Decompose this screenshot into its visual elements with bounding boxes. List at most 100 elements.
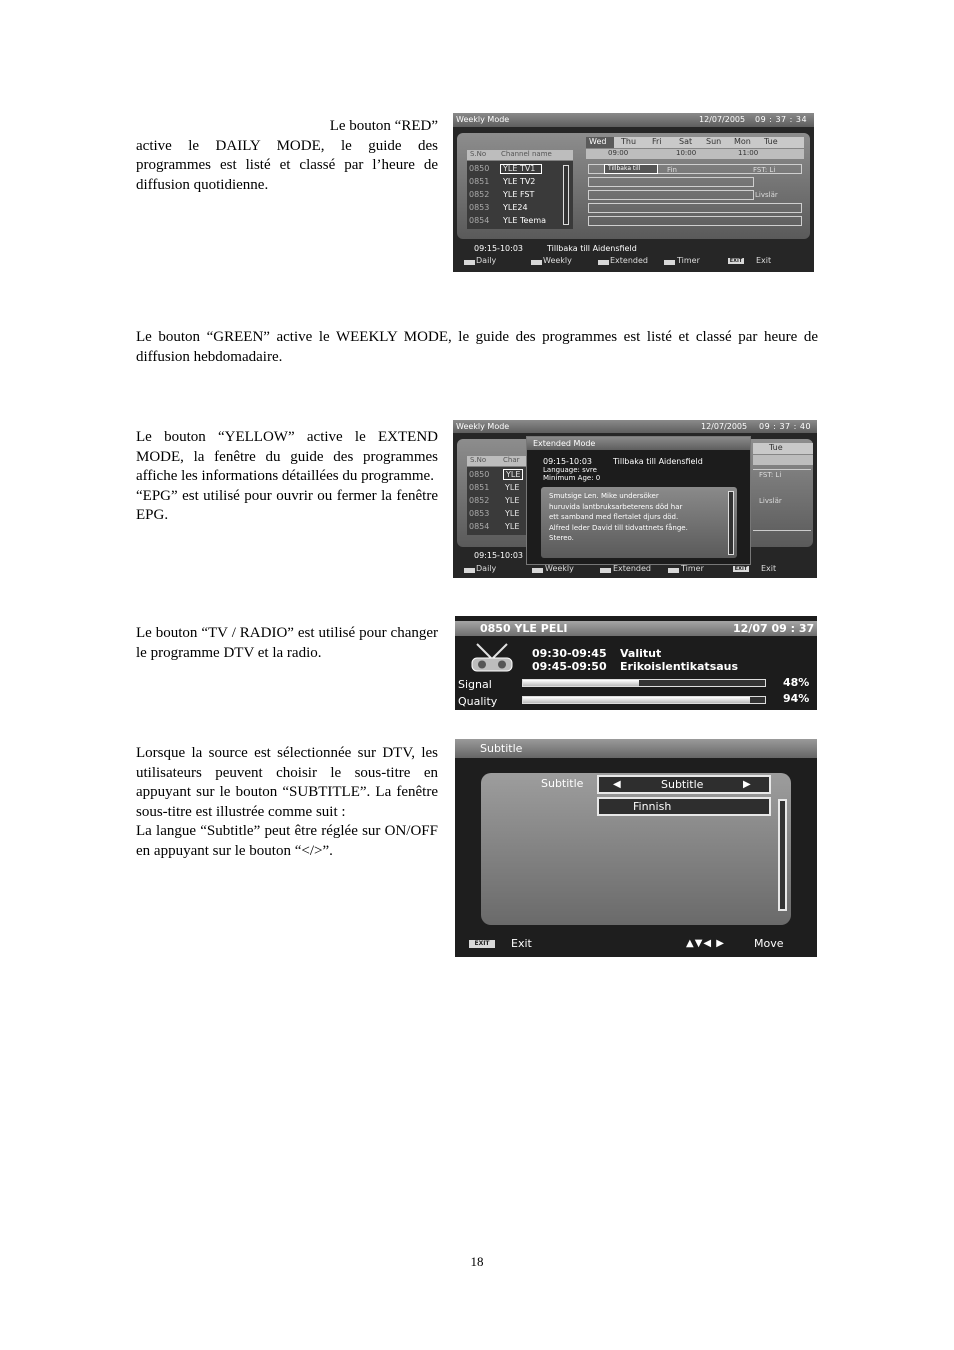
subtitle-paragraph: Lorsque la source est sélectionnée sur D… (136, 744, 438, 861)
prog1-name: Valitut (620, 647, 662, 660)
extended-date: 12/07/2005 (701, 422, 748, 431)
subtitle-scrollbar[interactable] (778, 799, 787, 911)
description-box: Smutsige Len. Mike undersöker huruvida l… (541, 487, 737, 558)
weekly-date: 12/07/2005 (699, 115, 746, 124)
option-label: Finnish (633, 800, 672, 813)
day-fri[interactable]: Fri (652, 137, 662, 146)
legend-timer[interactable]: Timer (677, 256, 700, 265)
subtitle-titlebar: Subtitle (455, 739, 817, 758)
legend-daily[interactable]: Daily (476, 256, 497, 265)
subtitle-option[interactable]: Finnish (597, 797, 771, 816)
blue-key-icon (664, 260, 675, 265)
popup-min-age: Minimum Age: 0 (543, 474, 601, 482)
info-datetime: 12/07 09 : 37 (733, 622, 815, 635)
popup-titlebar: Extended Mode (527, 437, 750, 450)
day-sat[interactable]: Sat (679, 137, 693, 146)
channel-name: 0850 YLE PELI (480, 622, 568, 635)
footer-time: 09:15-10:03 (474, 551, 523, 560)
red-first-line: Le bouton “RED” (329, 118, 438, 134)
channel-info-screenshot: 0850 YLE PELI 12/07 09 : 37 09:30-09:45 … (455, 616, 817, 710)
extended-mode-popup: Extended Mode 09:15-10:03 Tillbaka till … (526, 436, 751, 565)
green-text: Le bouton “GREEN” active le WEEKLY MODE,… (136, 329, 818, 365)
prog2-time: 09:45-09:50 (532, 660, 607, 673)
day-tue[interactable]: Tue (764, 137, 778, 146)
quality-label: Quality (458, 695, 498, 708)
channel-row[interactable]: 0853 (469, 203, 489, 212)
exit-label[interactable]: Exit (511, 937, 532, 950)
description-line: Stereo. (549, 534, 574, 542)
footer-time: 09:15-10:03 (474, 244, 523, 253)
channel-row-selected[interactable]: YLE TV1 (500, 164, 542, 174)
program-cell[interactable]: FST: Li (753, 166, 775, 174)
tv-antenna-icon (471, 643, 513, 672)
red-key-icon (464, 260, 475, 265)
extended-titlebar: Weekly Mode 12/07/2005 09 : 37 : 40 (453, 420, 817, 433)
bg-program: Livslär (759, 497, 782, 505)
channel-row[interactable]: 0852 (469, 190, 489, 199)
day-sun[interactable]: Sun (706, 137, 722, 146)
channel-list-header: S.No Channel name (467, 150, 573, 160)
channel-scrollbar[interactable] (563, 165, 569, 225)
program-cell[interactable]: Livslär (755, 191, 778, 199)
channel-no: 0851 (469, 177, 490, 186)
weekly-titlebar: Weekly Mode 12/07/2005 09 : 37 : 34 (453, 113, 814, 127)
popup-title: Extended Mode (533, 439, 596, 448)
signal-bar (522, 679, 766, 687)
bg-channel-header: S.No Char (467, 456, 527, 466)
legend-exit[interactable]: Exit (761, 564, 777, 573)
legend-daily[interactable]: Daily (476, 564, 497, 573)
channel-no: 0850 (469, 164, 490, 173)
day-thu[interactable]: Thu (621, 137, 637, 146)
legend-weekly[interactable]: Weekly (545, 564, 574, 573)
legend-extended[interactable]: Extended (613, 564, 651, 573)
extended-bg-title: Weekly Mode (456, 422, 510, 431)
subtitle-selector[interactable]: ◀ Subtitle ▶ (597, 775, 771, 794)
program-row (588, 177, 754, 187)
red-paragraph: Le bouton “RED” active le DAILY MODE, le… (136, 117, 438, 195)
subtitle-window-title: Subtitle (480, 742, 523, 755)
col-channel-name: Char (503, 456, 520, 464)
subtitle-screenshot: Subtitle Subtitle ◀ Subtitle ▶ Finnish E… (455, 739, 817, 957)
blue-key-icon (668, 568, 679, 573)
program-title: Tillbaka till (608, 165, 641, 172)
popup-program: Tillbaka till Aidensfield (613, 457, 703, 466)
channel-name: YLE TV1 (503, 164, 536, 173)
channel-row[interactable]: 0854 (469, 216, 489, 225)
quality-bar-fill (523, 697, 751, 703)
channel-name: YLE24 (503, 203, 528, 212)
channel-list: 0850 YLE TV1 0851 YLE TV2 0852 YLE FST 0… (467, 161, 573, 229)
time-0900: 09:00 (608, 149, 629, 157)
channel-name: YLE Teema (503, 216, 547, 225)
channel-no: 0854 (469, 522, 490, 531)
subtitle-panel (481, 773, 791, 925)
channel-no: 0853 (469, 203, 490, 212)
arrow-right-icon[interactable]: ▶ (743, 779, 751, 790)
legend-weekly[interactable]: Weekly (543, 256, 572, 265)
arrow-left-icon[interactable]: ◀ (613, 779, 621, 790)
description-scrollbar[interactable] (728, 491, 734, 555)
bg-time-header (753, 455, 813, 465)
yellow-text: Le bouton “YELLOW” active le EXTEND MODE… (136, 429, 438, 484)
yellow-paragraph: Le bouton “YELLOW” active le EXTEND MODE… (136, 428, 438, 526)
page-number: 18 (470, 1254, 484, 1269)
program-title: FST: Li (753, 166, 776, 174)
program-cell-selected[interactable]: Tillbaka till (604, 164, 658, 174)
program-cell[interactable]: Fin (667, 166, 677, 174)
day-mon[interactable]: Mon (734, 137, 751, 146)
legend-extended[interactable]: Extended (610, 256, 648, 265)
program-title: Fin (667, 166, 677, 174)
channel-row[interactable]: 0851 (469, 177, 489, 186)
quality-value: 94% (783, 692, 810, 705)
channel-row[interactable]: 0850 (469, 164, 489, 173)
quality-bar (522, 696, 766, 704)
program-title: Livslär (755, 191, 778, 199)
day-wed[interactable]: Wed (586, 137, 614, 148)
channel-name: YLE (505, 509, 520, 518)
signal-bar-fill (523, 680, 640, 686)
legend-exit[interactable]: Exit (756, 256, 772, 265)
move-label: Move (754, 937, 784, 950)
epg-text: “EPG” est utilisé pour ouvrir ou fermer … (136, 487, 438, 524)
legend-timer[interactable]: Timer (681, 564, 704, 573)
channel-no: 0853 (469, 509, 490, 518)
exit-key-icon: EXIT (728, 258, 744, 264)
